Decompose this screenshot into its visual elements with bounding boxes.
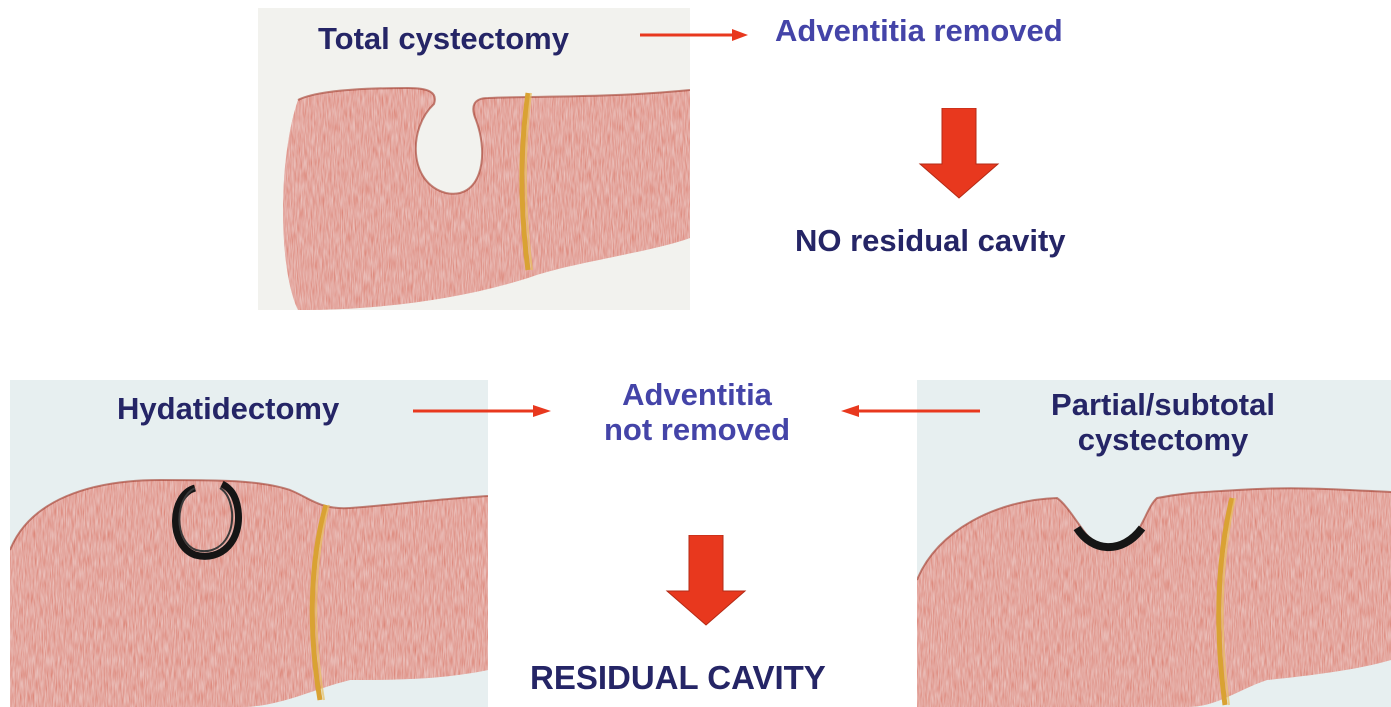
arrow-left-bottom	[839, 401, 981, 421]
hydatidectomy-illustration	[10, 380, 488, 707]
partial-cystectomy-line2: cystectomy	[993, 423, 1333, 458]
adventitia-not-removed-label: Adventitia not removed	[582, 378, 812, 447]
residual-cavity-label: RESIDUAL CAVITY	[530, 660, 826, 697]
total-cystectomy-label: Total cystectomy	[318, 22, 569, 57]
no-residual-cavity-label: NO residual cavity	[795, 224, 1066, 259]
hydatidectomy-label: Hydatidectomy	[117, 392, 339, 427]
adventitia-removed-label: Adventitia removed	[775, 14, 1063, 49]
partial-cystectomy-label: Partial/subtotal cystectomy	[993, 388, 1333, 457]
adventitia-not-removed-line2: not removed	[582, 413, 812, 448]
adventitia-not-removed-line1: Adventitia	[582, 378, 812, 413]
arrow-down-top	[918, 108, 1000, 200]
partial-cystectomy-line1: Partial/subtotal	[993, 388, 1333, 423]
arrow-right-top	[640, 25, 750, 45]
arrow-right-bottom	[413, 401, 553, 421]
arrow-down-bottom	[665, 535, 747, 627]
